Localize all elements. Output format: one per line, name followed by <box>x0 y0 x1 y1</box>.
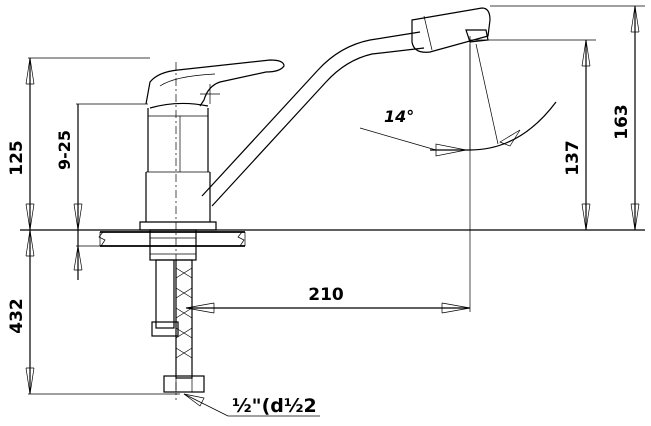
dim-125-label: 125 <box>7 140 27 176</box>
dim-137: 137 <box>470 39 596 231</box>
supply-hoses <box>149 229 205 393</box>
dim-432: 432 <box>7 229 180 395</box>
dim-137-label: 137 <box>563 140 583 176</box>
angle-14-label: 14° <box>384 107 414 126</box>
dim-9-25-label: 9-25 <box>55 130 74 170</box>
angle-14: 14° <box>359 43 557 157</box>
dim-210-label: 210 <box>308 285 344 305</box>
dim-125: 125 <box>7 57 150 231</box>
lever-handle <box>145 59 285 107</box>
thread-callout: ½"(d½2 <box>183 393 320 417</box>
dim-210: 210 <box>185 285 471 314</box>
dim-163: 163 <box>490 5 645 231</box>
thread-label: ½"(d½2 <box>232 395 317 417</box>
dim-9-25: 9-25 <box>55 103 148 280</box>
spout <box>201 7 491 207</box>
countertop <box>20 229 645 247</box>
dim-432-label: 432 <box>7 298 27 334</box>
dim-163-label: 163 <box>612 104 632 140</box>
center-lines <box>175 36 471 400</box>
faucet-body <box>139 102 217 231</box>
